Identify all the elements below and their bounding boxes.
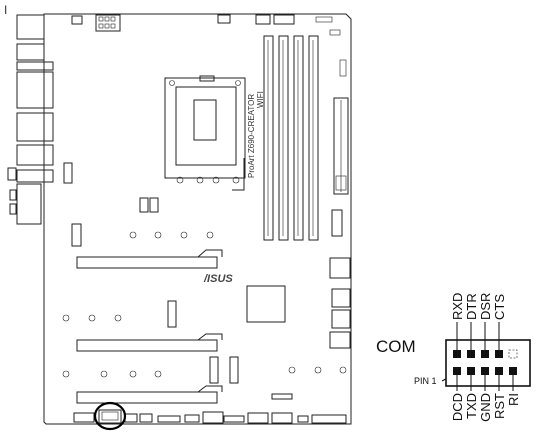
pin-dsr <box>481 350 489 358</box>
pin-dcd <box>453 367 461 375</box>
label-dsr: DSR <box>478 293 493 320</box>
atx-power-connector <box>333 97 349 195</box>
label-rst: RST <box>492 393 507 419</box>
pin-cts <box>495 350 503 358</box>
top-edge-connectors <box>71 14 347 77</box>
pin-gnd <box>481 367 489 375</box>
small-components: /ISUS <box>62 197 351 400</box>
pin-rxd <box>453 350 461 358</box>
label-txd: TXD <box>464 393 479 419</box>
label-cts: CTS <box>492 294 507 320</box>
pin-ri <box>509 367 517 375</box>
cpu-socket: ProArt Z690-CREATOR WIFI <box>164 75 265 191</box>
pin-missing-key <box>508 349 518 359</box>
pin1-label: PIN 1 <box>414 376 437 386</box>
label-dcd: DCD <box>450 393 465 421</box>
dimm-slots <box>263 35 319 241</box>
bottom-edge-connectors <box>73 409 347 424</box>
board-model-suffix: WIFI <box>256 91 265 108</box>
text-cursor-glyph: I <box>4 3 7 17</box>
rear-io-panel <box>7 14 73 225</box>
label-dtr: DTR <box>464 293 479 320</box>
pcie-slots <box>76 249 223 404</box>
brand-logo: /ISUS <box>203 273 233 285</box>
label-rxd: RXD <box>450 293 465 320</box>
pin-txd <box>467 367 475 375</box>
com-header-callout: COM PIN 1 RXD DTR DSR CTS DCD TXD GND RS… <box>376 293 531 422</box>
pin-rst <box>495 367 503 375</box>
label-gnd: GND <box>478 393 493 422</box>
motherboard-outline <box>43 13 352 425</box>
pin-dtr <box>467 350 475 358</box>
board-model-name: ProArt Z690-CREATOR <box>247 94 256 178</box>
com-header-highlight <box>93 401 127 431</box>
com-header-block <box>445 339 531 387</box>
com-title: COM <box>376 337 416 356</box>
label-ri: RI <box>506 393 521 406</box>
